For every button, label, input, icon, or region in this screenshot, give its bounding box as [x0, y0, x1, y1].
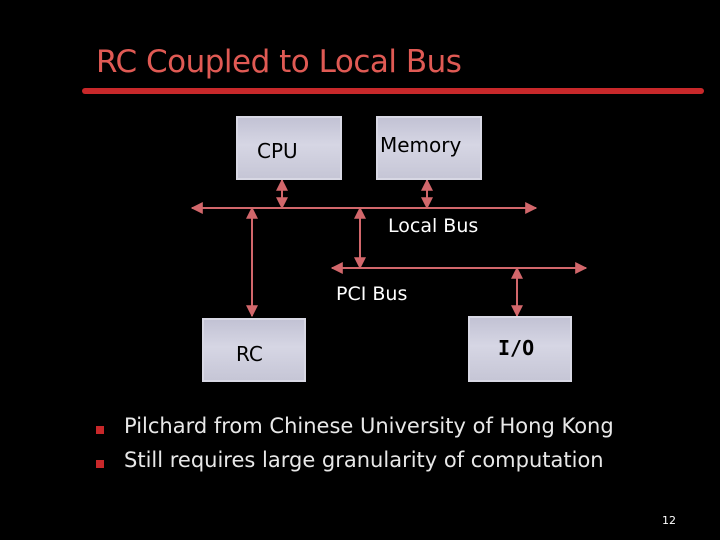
rc-label: RC	[236, 342, 263, 366]
square-bullet-icon	[96, 460, 104, 468]
io-box	[468, 316, 572, 382]
bullet-text: Still requires large granularity of comp…	[124, 448, 604, 472]
memory-box	[376, 116, 482, 180]
cpu-label: CPU	[257, 139, 298, 163]
page-number: 12	[662, 514, 676, 527]
bullet-text: Pilchard from Chinese University of Hong…	[124, 414, 614, 438]
memory-label: Memory	[380, 133, 462, 157]
io-label: I/O	[498, 336, 535, 360]
square-bullet-icon	[96, 426, 104, 434]
slide-title: RC Coupled to Local Bus	[96, 44, 462, 80]
local-bus-label: Local Bus	[388, 215, 479, 237]
rc-box	[202, 318, 306, 382]
pci-bus-label: PCI Bus	[336, 283, 408, 305]
cpu-box	[236, 116, 342, 180]
title-underline	[82, 88, 704, 94]
